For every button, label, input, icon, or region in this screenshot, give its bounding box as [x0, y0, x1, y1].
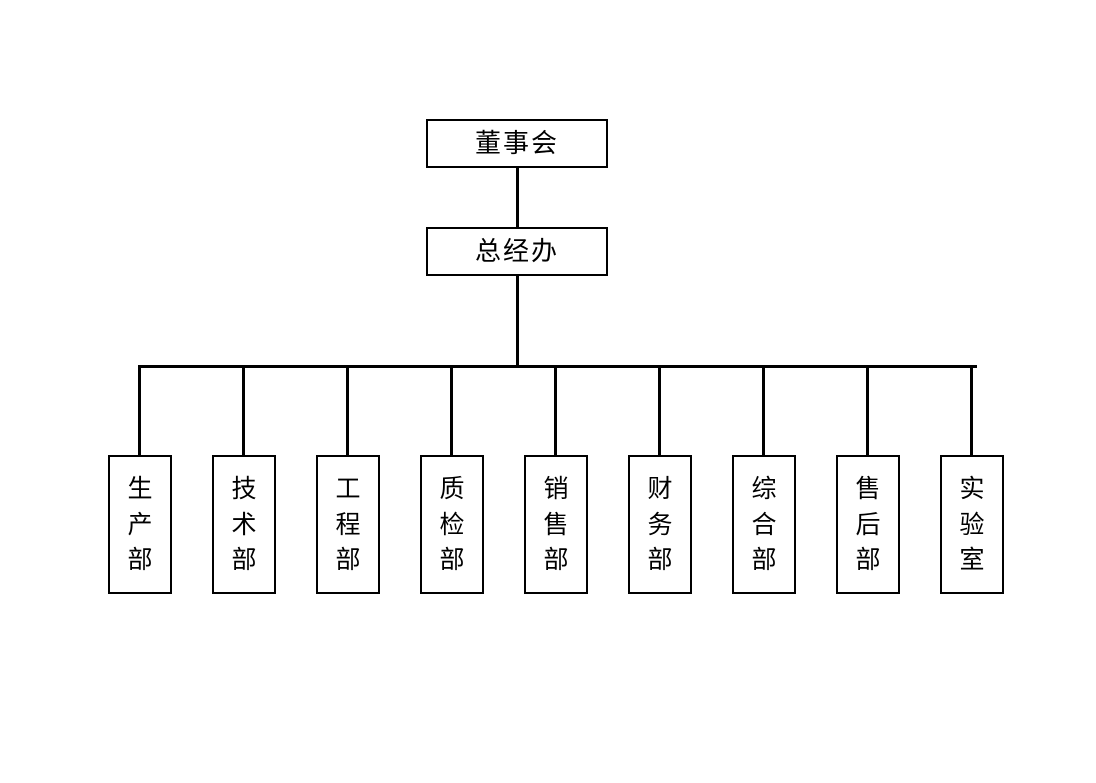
node-department-laboratory-label: 实验室: [959, 474, 985, 575]
connector-drop-2: [242, 365, 245, 455]
node-general-manager-office[interactable]: 总经办: [426, 227, 608, 276]
node-department-finance[interactable]: 财务部: [628, 455, 692, 594]
node-department-after-sales-label: 售后部: [855, 474, 881, 575]
node-board-of-directors[interactable]: 董事会: [426, 119, 608, 168]
node-department-laboratory[interactable]: 实验室: [940, 455, 1004, 594]
connector-drop-5: [554, 365, 557, 455]
node-department-quality-inspection-label: 质检部: [439, 474, 465, 575]
connector-board-to-gm-office: [516, 168, 519, 227]
node-department-sales-label: 销售部: [543, 474, 569, 575]
node-department-after-sales[interactable]: 售后部: [836, 455, 900, 594]
connector-drop-8: [866, 365, 869, 455]
connector-drop-1: [138, 365, 141, 455]
node-department-engineering-label: 工程部: [335, 474, 361, 575]
node-department-general-affairs[interactable]: 综合部: [732, 455, 796, 594]
node-board-of-directors-label: 董事会: [474, 128, 559, 159]
connector-gm-office-to-bus: [516, 275, 519, 367]
node-department-engineering[interactable]: 工程部: [316, 455, 380, 594]
node-department-quality-inspection[interactable]: 质检部: [420, 455, 484, 594]
node-department-production[interactable]: 生产部: [108, 455, 172, 594]
node-department-general-affairs-label: 综合部: [751, 474, 777, 575]
node-department-technology-label: 技术部: [231, 474, 257, 575]
node-department-sales[interactable]: 销售部: [524, 455, 588, 594]
connector-drop-6: [658, 365, 661, 455]
connector-drop-3: [346, 365, 349, 455]
connector-drop-4: [450, 365, 453, 455]
node-department-production-label: 生产部: [127, 474, 153, 575]
node-general-manager-office-label: 总经办: [474, 236, 559, 267]
connector-drop-9: [970, 365, 973, 455]
connector-drop-7: [762, 365, 765, 455]
node-department-technology[interactable]: 技术部: [212, 455, 276, 594]
node-department-finance-label: 财务部: [647, 474, 673, 575]
connector-horizontal-bus: [138, 365, 977, 368]
